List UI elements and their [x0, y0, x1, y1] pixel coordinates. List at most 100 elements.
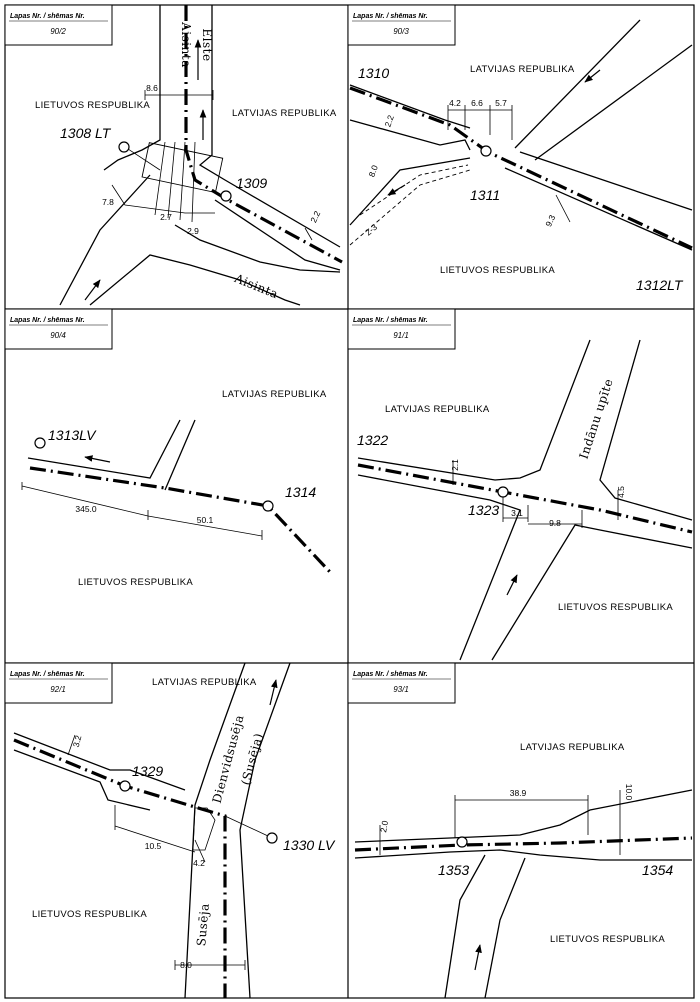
pillar-label-1354: 1354 — [642, 862, 673, 878]
state-border-line — [357, 463, 693, 534]
road-upper-edge — [354, 789, 693, 843]
river-label-suseja-paren: (Susēja) — [238, 731, 265, 786]
country-label-lt: LIETUVOS RESPUBLIKA — [35, 100, 150, 111]
sheet-value: 90/2 — [50, 27, 66, 36]
sheet-value: 91/1 — [393, 331, 409, 340]
river-label-elste: Elste — [200, 28, 214, 61]
dim-label-2-9: 2.9 — [187, 226, 199, 236]
sheet-label: Lapas Nr. / shēmas Nr. — [10, 671, 85, 678]
sheet-box — [4, 4, 113, 46]
pillar-label-1322: 1322 — [357, 432, 388, 448]
dim-label-8-0: 8.0 — [180, 960, 192, 970]
country-label-lt: LIETUVOS RESPUBLIKA — [32, 909, 147, 920]
pillar-label-1311: 1311 — [470, 187, 500, 203]
dim-label-7-8: 7.8 — [102, 197, 114, 207]
road-east-edge-2 — [519, 151, 693, 211]
sheet-value: 93/1 — [393, 685, 409, 694]
river-label-indanu: Indānu upīte — [577, 377, 616, 461]
road-lower-edge — [349, 119, 471, 151]
sheet-value: 92/1 — [50, 685, 66, 694]
river-west-bank — [184, 662, 246, 999]
dim-label-3-1: 3.1 — [511, 508, 523, 518]
panel-91-1: Lapas Nr. / shēmas Nr. 91/1 LATVIJAS REP… — [347, 308, 693, 661]
dim-label-9-8: 9.8 — [549, 518, 561, 528]
country-label-lt: LIETUVOS RESPUBLIKA — [440, 265, 555, 276]
dim-line-2-2 — [304, 227, 313, 241]
border-pillar-1313 — [34, 437, 46, 449]
pillar-label-1308: 1308 LT — [60, 125, 112, 141]
road-branch-edge — [164, 419, 196, 491]
dim-label-38-9: 38.9 — [510, 788, 527, 798]
dim-label-6-6: 6.6 — [471, 98, 483, 108]
road-north-edge-2 — [534, 44, 693, 161]
sheet-label: Lapas Nr. / shēmas Nr. — [353, 13, 428, 20]
sheet-label: Lapas Nr. / shēmas Nr. — [353, 317, 428, 324]
culvert-outline — [192, 807, 216, 851]
leader-1330 — [224, 815, 269, 837]
pillar-label-1312: 1312LT — [636, 277, 684, 293]
road-left-edge — [59, 174, 151, 306]
country-label-lt: LIETUVOS RESPUBLIKA — [78, 577, 193, 588]
road-lower-edge — [13, 749, 151, 811]
road-upper-edge — [13, 732, 186, 791]
border-pillar-1323 — [497, 486, 509, 498]
sheet-box — [4, 662, 113, 704]
dim-label-2-7: 2.7 — [160, 212, 172, 222]
panel-90-2: Lapas Nr. / shēmas Nr. 90/2 LIETUVOS RES… — [4, 4, 343, 306]
dim-label-2-2: 2.2 — [308, 209, 322, 224]
dim-label-8-6: 8.6 — [146, 83, 158, 93]
country-label-lv: LATVIJAS REPUBLIKA — [222, 389, 327, 400]
dim-lines — [379, 790, 621, 855]
panel-90-3: Lapas Nr. / shēmas Nr. 90/3 LATVIJAS REP… — [347, 4, 693, 293]
dim-lines — [452, 460, 619, 528]
flow-arrow-sw — [387, 184, 406, 196]
sheet-box — [4, 308, 113, 350]
border-pillar-1308 — [118, 141, 130, 153]
flow-arrow-north — [474, 944, 482, 971]
road-upper-edge-east — [599, 339, 693, 521]
road-south-edge-west — [444, 854, 486, 999]
pillar-label-1310: 1310 — [358, 65, 389, 81]
road-south-edge-east — [484, 857, 526, 999]
dim-lines-top — [447, 105, 513, 140]
dim-label-5-7: 5.7 — [495, 98, 507, 108]
river-label-suseja: Susēja — [194, 903, 212, 947]
state-border-line — [349, 86, 693, 250]
river-aisinta-bank-2 — [174, 224, 341, 273]
state-border-line — [184, 5, 343, 264]
dim-lines — [21, 482, 263, 540]
flow-arrow-ne — [584, 69, 601, 83]
state-border-line — [13, 738, 227, 998]
road-north-edge-1 — [514, 19, 641, 149]
pillar-label-1353: 1353 — [438, 862, 469, 878]
dim-label-3-2: 3.2 — [71, 734, 84, 748]
road-east-edge-1 — [504, 167, 693, 251]
country-label-lv: LATVIJAS REPUBLIKA — [520, 742, 625, 753]
river-bank-right — [198, 5, 341, 248]
country-label-lv: LATVIJAS REPUBLIKA — [385, 404, 490, 415]
dim-label-2-0: 2.0 — [378, 820, 390, 834]
sheet-label: Lapas Nr. / shēmas Nr. — [10, 13, 85, 20]
dim-label-4-5: 4.5 — [616, 486, 626, 498]
state-border-line — [29, 466, 332, 574]
country-label-lt: LIETUVOS RESPUBLIKA — [558, 602, 673, 613]
dim-label-2-3: 2-3 — [363, 222, 379, 238]
road-upper-edge — [27, 419, 181, 479]
road-upper-edge — [349, 84, 471, 129]
flow-arrow-river — [269, 679, 278, 706]
sheet-label: Lapas Nr. / shēmas Nr. — [353, 671, 428, 678]
pillar-label-1329: 1329 — [132, 763, 163, 779]
river-label-aisinta-top: Aisinta — [179, 21, 193, 68]
flow-arrow-road — [84, 279, 101, 301]
flow-arrow-north — [506, 574, 518, 596]
panel-92-1: Lapas Nr. / shēmas Nr. 92/1 LATVIJAS REP… — [4, 662, 336, 999]
flow-arrow-west — [84, 455, 111, 463]
river-aisinta-bank-1 — [89, 254, 301, 306]
road-upper-edge-west — [357, 339, 591, 481]
pillar-label-1330: 1330 LV — [283, 837, 336, 853]
dim-line-8-6 — [144, 90, 214, 100]
dim-label-10-5: 10.5 — [145, 841, 162, 851]
road-lower-edge-west — [357, 474, 521, 661]
